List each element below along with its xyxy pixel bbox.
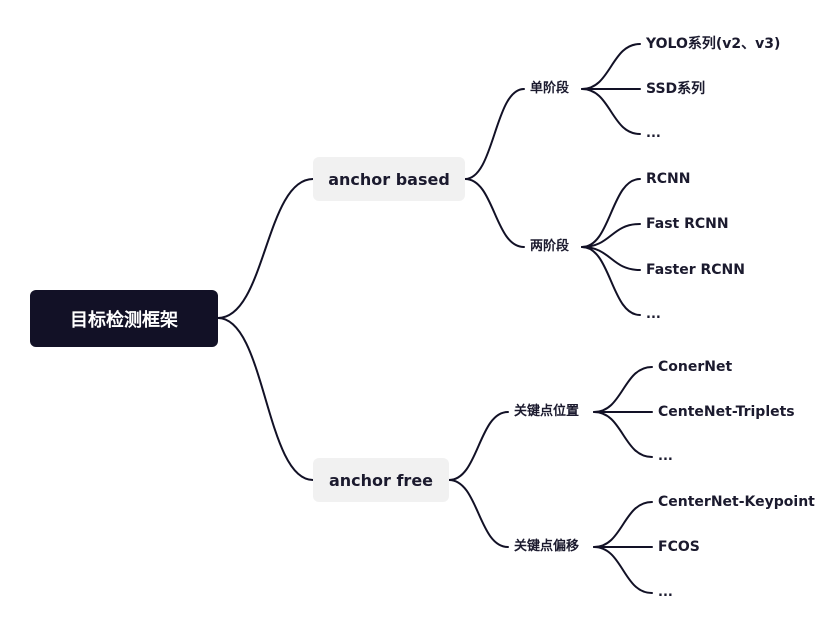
connector-anchor-free-keypoint-offset (448, 479, 509, 548)
leaf-rcnn[interactable]: RCNN (646, 171, 691, 187)
connector-leaf (593, 546, 653, 594)
connector-root-anchor-based (217, 178, 314, 319)
connector-anchor-based-two-stage (464, 178, 525, 248)
connector-leaf (581, 88, 641, 135)
connector-anchor-free-keypoint-position (448, 411, 509, 481)
leaf-more[interactable]: ... (646, 126, 661, 141)
leaf-faster-rcnn[interactable]: Faster RCNN (646, 262, 745, 278)
leaf-fast-rcnn[interactable]: Fast RCNN (646, 216, 729, 232)
connector-leaf (593, 501, 653, 548)
leaf-more[interactable]: ... (646, 307, 661, 322)
connector-leaf (593, 411, 653, 458)
connector-root-anchor-free (217, 317, 314, 481)
root-label: 目标检测框架 (70, 309, 178, 331)
subbranch-keypoint-position[interactable]: 关键点位置 (514, 404, 580, 419)
connector-leaf (581, 246, 641, 316)
branch-label: anchor based (328, 169, 450, 189)
leaf-yolo-series[interactable]: YOLO系列(v2、v3) (646, 36, 781, 52)
connector-leaf (581, 223, 641, 248)
subbranch-single-stage[interactable]: 单阶段 (530, 81, 570, 96)
connector-leaf (581, 178, 641, 248)
leaf-more[interactable]: ... (658, 449, 673, 464)
leaf-ssd-series[interactable]: SSD系列 (646, 81, 706, 97)
connector-leaf (593, 366, 653, 413)
branch-anchor-free[interactable]: anchor free (313, 458, 449, 502)
subbranch-keypoint-offset[interactable]: 关键点偏移 (514, 539, 580, 554)
root-node[interactable]: 目标检测框架 (30, 290, 218, 347)
leaf-fcos[interactable]: FCOS (658, 539, 700, 555)
leaf-conernet[interactable]: ConerNet (658, 359, 733, 375)
subbranch-two-stage[interactable]: 两阶段 (530, 239, 570, 254)
connector-leaf (581, 43, 641, 90)
leaf-more[interactable]: ... (658, 585, 673, 600)
leaf-centenet-triplets[interactable]: CenteNet-Triplets (658, 404, 795, 420)
branch-anchor-based[interactable]: anchor based (313, 157, 465, 201)
branch-label: anchor free (328, 470, 434, 490)
connector-anchor-based-single-stage (464, 88, 525, 180)
leaf-centernet-keypoint[interactable]: CenterNet-Keypoint (658, 494, 815, 510)
